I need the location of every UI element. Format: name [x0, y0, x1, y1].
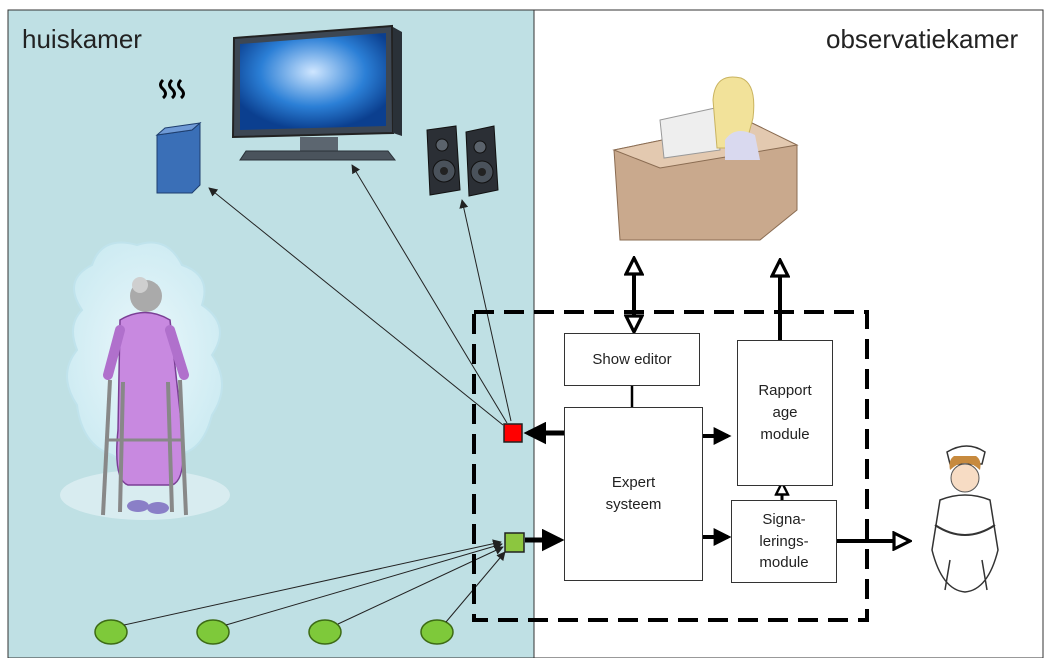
system-boundary	[472, 310, 869, 622]
nurse-icon	[931, 445, 999, 593]
speakers-icon	[426, 125, 499, 197]
sensor-icon	[196, 619, 230, 645]
sensor-interface-icon	[504, 532, 525, 553]
diagram-frame	[7, 9, 1044, 658]
sensor-icon	[420, 619, 454, 645]
expert-system-module: Expert systeem	[564, 407, 703, 581]
observer-at-computer-icon	[612, 76, 799, 241]
report-module: Rapport age module	[737, 340, 833, 486]
observation-room-label: observatiekamer	[826, 24, 1019, 54]
elderly-woman-with-walker-icon	[60, 241, 230, 520]
show-editor-module: Show editor	[564, 333, 700, 386]
living-room-label: huiskamer	[22, 24, 142, 54]
actuator-interface-icon	[503, 423, 523, 443]
module-connectors	[523, 260, 908, 552]
signaling-module: Signa- lerings- module	[731, 500, 837, 583]
heater-icon	[155, 78, 202, 194]
television-icon	[231, 24, 402, 161]
sensor-icon	[94, 619, 128, 645]
sensor-icon	[308, 619, 342, 645]
